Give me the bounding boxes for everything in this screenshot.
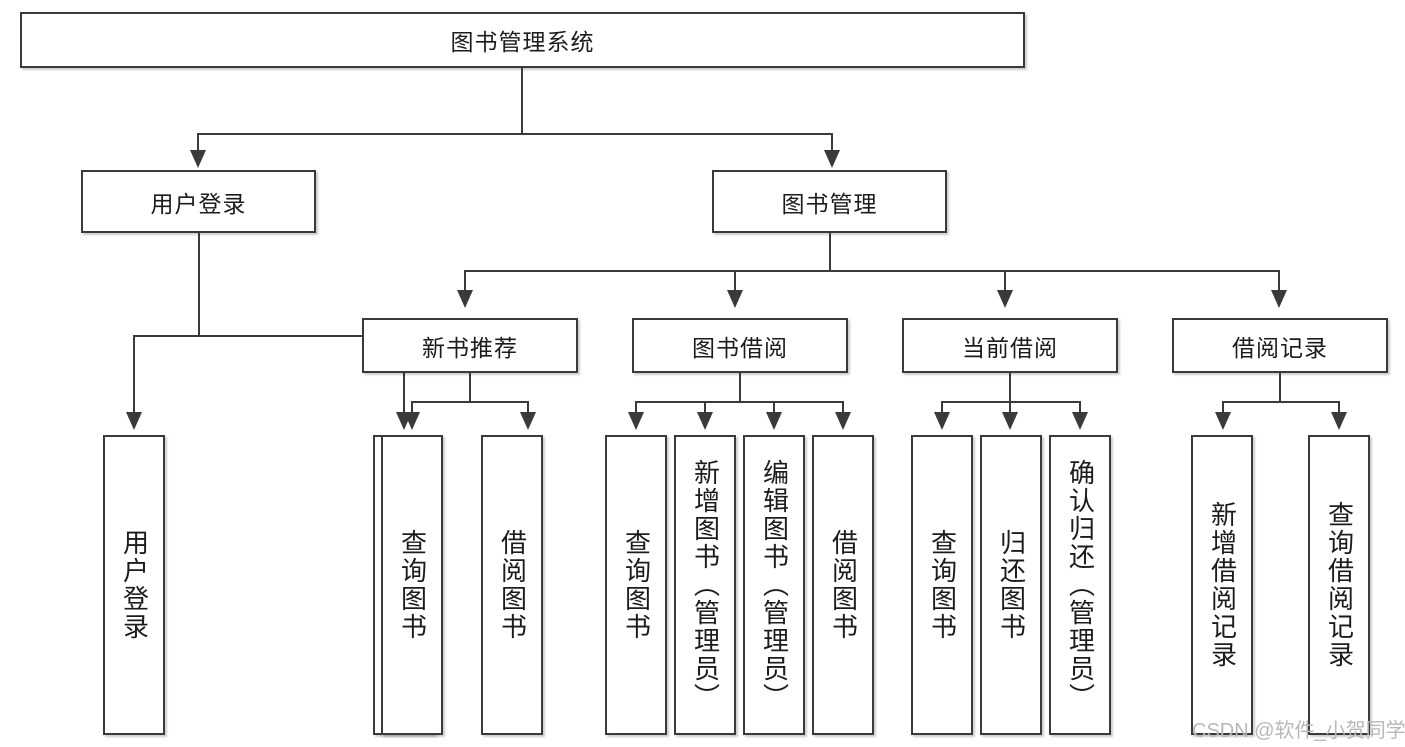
arrow-cb-1 bbox=[934, 412, 950, 430]
node-label: 查询借阅记录 bbox=[1324, 501, 1355, 669]
node-borrow-record[interactable]: 借阅记录 bbox=[1172, 318, 1388, 373]
connector-user-login-right bbox=[403, 335, 405, 415]
connector-book-borrow-stem bbox=[739, 373, 741, 401]
arrow-user-login-left bbox=[126, 412, 142, 430]
node-label: 新增借阅记录 bbox=[1207, 501, 1238, 669]
connector-cb-2 bbox=[1009, 401, 1011, 415]
arrow-bb-1 bbox=[628, 412, 644, 430]
connector-cb-1 bbox=[941, 401, 943, 415]
arrow-bm-to-book-borrow bbox=[727, 290, 743, 308]
node-label: 归还图书 bbox=[996, 529, 1027, 641]
node-label: 新书推荐 bbox=[422, 334, 518, 361]
node-label: 查询图书 bbox=[397, 529, 428, 641]
leaf-user-login-login[interactable]: 用户登录 bbox=[103, 435, 165, 735]
connector-user-login-left bbox=[133, 335, 135, 415]
node-label: 查询图书 bbox=[621, 529, 652, 641]
arrow-bm-to-new-book bbox=[457, 290, 473, 308]
arrow-bb-4 bbox=[835, 412, 851, 430]
connector-root-to-user-login bbox=[197, 133, 199, 153]
connector-root-stem bbox=[521, 68, 523, 133]
node-label: 查询图书 bbox=[927, 529, 958, 641]
connector-new-book-stem bbox=[469, 373, 471, 401]
node-label: 用户登录 bbox=[150, 190, 247, 217]
node-book-borrow[interactable]: 图书借阅 bbox=[632, 318, 848, 373]
arrow-new-book-right bbox=[520, 412, 536, 430]
arrow-cb-3 bbox=[1072, 412, 1088, 430]
node-user-login[interactable]: 用户登录 bbox=[81, 170, 316, 233]
arrow-root-to-book-management bbox=[824, 150, 840, 168]
connector-new-book-bus bbox=[411, 401, 529, 403]
node-label: 借阅图书 bbox=[828, 529, 859, 641]
connector-root-to-book-management bbox=[831, 133, 833, 153]
connector-bb-2 bbox=[704, 401, 706, 415]
node-label: 编辑图书（管理员） bbox=[759, 459, 790, 711]
node-label: 图书管理系统 bbox=[450, 29, 595, 55]
connector-book-management-bus bbox=[464, 270, 1280, 272]
arrow-bm-to-borrow-record bbox=[1271, 290, 1287, 308]
connector-user-login-stem bbox=[198, 233, 200, 335]
node-label: 用户登录 bbox=[119, 529, 150, 641]
connector-bm-to-new-book bbox=[464, 270, 466, 292]
leaf-current-borrow-confirm-return-admin[interactable]: 确认归还（管理员） bbox=[1049, 435, 1111, 735]
leaf-current-borrow-query-book[interactable]: 查询图书 bbox=[911, 435, 973, 735]
node-label: 确认归还（管理员） bbox=[1065, 459, 1096, 711]
leaf-book-borrow-query-book[interactable]: 查询图书 bbox=[605, 435, 667, 735]
leaf-borrow-record-add-record[interactable]: 新增借阅记录 bbox=[1191, 435, 1253, 735]
node-book-management[interactable]: 图书管理 bbox=[712, 170, 947, 233]
node-current-borrow[interactable]: 当前借阅 bbox=[902, 318, 1118, 373]
node-label: 借阅图书 bbox=[497, 529, 528, 641]
connector-user-login-bus bbox=[133, 335, 405, 337]
leaf-book-borrow-borrow-book[interactable]: 借阅图书 bbox=[812, 435, 874, 735]
arrow-cb-2 bbox=[1002, 412, 1018, 430]
connector-current-borrow-stem bbox=[1009, 373, 1011, 401]
node-label: 图书管理 bbox=[781, 190, 878, 217]
connector-bm-to-current-borrow bbox=[1004, 270, 1006, 292]
connector-bm-to-book-borrow bbox=[734, 270, 736, 292]
connector-br-1 bbox=[1222, 401, 1224, 415]
connector-bb-1 bbox=[635, 401, 637, 415]
node-label: 借阅记录 bbox=[1232, 334, 1328, 361]
connector-borrow-record-stem bbox=[1279, 373, 1281, 401]
connector-book-borrow-bus bbox=[635, 401, 844, 403]
arrow-br-1 bbox=[1215, 412, 1231, 430]
node-label: 图书借阅 bbox=[692, 334, 788, 361]
node-new-book-recommend[interactable]: 新书推荐 bbox=[362, 318, 578, 373]
arrow-bb-3 bbox=[766, 412, 782, 430]
arrow-root-to-user-login bbox=[190, 150, 206, 168]
watermark-csdn: CSDN @软件_小贺同学 bbox=[1192, 720, 1405, 742]
leaf-book-borrow-edit-book-admin[interactable]: 编辑图书（管理员） bbox=[743, 435, 805, 735]
arrow-br-2 bbox=[1331, 412, 1347, 430]
connector-current-borrow-bus bbox=[941, 401, 1081, 403]
connector-br-2 bbox=[1338, 401, 1340, 415]
connector-new-book-right bbox=[527, 401, 529, 415]
connector-book-management-stem bbox=[829, 233, 831, 270]
leaf-new-book-query-book[interactable]: 查询图书 bbox=[381, 435, 443, 735]
node-root-book-management-system[interactable]: 图书管理系统 bbox=[20, 12, 1025, 68]
leaf-current-borrow-return-book[interactable]: 归还图书 bbox=[980, 435, 1042, 735]
arrow-bb-2 bbox=[697, 412, 713, 430]
node-label: 当前借阅 bbox=[962, 334, 1058, 361]
node-label: 新增图书（管理员） bbox=[690, 459, 721, 711]
connector-cb-3 bbox=[1079, 401, 1081, 415]
connector-bb-3 bbox=[773, 401, 775, 415]
leaf-borrow-record-query-record[interactable]: 查询借阅记录 bbox=[1308, 435, 1370, 735]
connector-borrow-record-bus bbox=[1222, 401, 1340, 403]
arrow-bm-to-current-borrow bbox=[997, 290, 1013, 308]
connector-bb-4 bbox=[842, 401, 844, 415]
arrow-new-book-left bbox=[404, 412, 420, 430]
leaf-new-book-borrow-book[interactable]: 借阅图书 bbox=[481, 435, 543, 735]
leaf-book-borrow-add-book-admin[interactable]: 新增图书（管理员） bbox=[674, 435, 736, 735]
connector-bm-to-borrow-record bbox=[1278, 270, 1280, 292]
connector-root-bus bbox=[197, 133, 833, 135]
connector-new-book-left bbox=[411, 401, 413, 415]
